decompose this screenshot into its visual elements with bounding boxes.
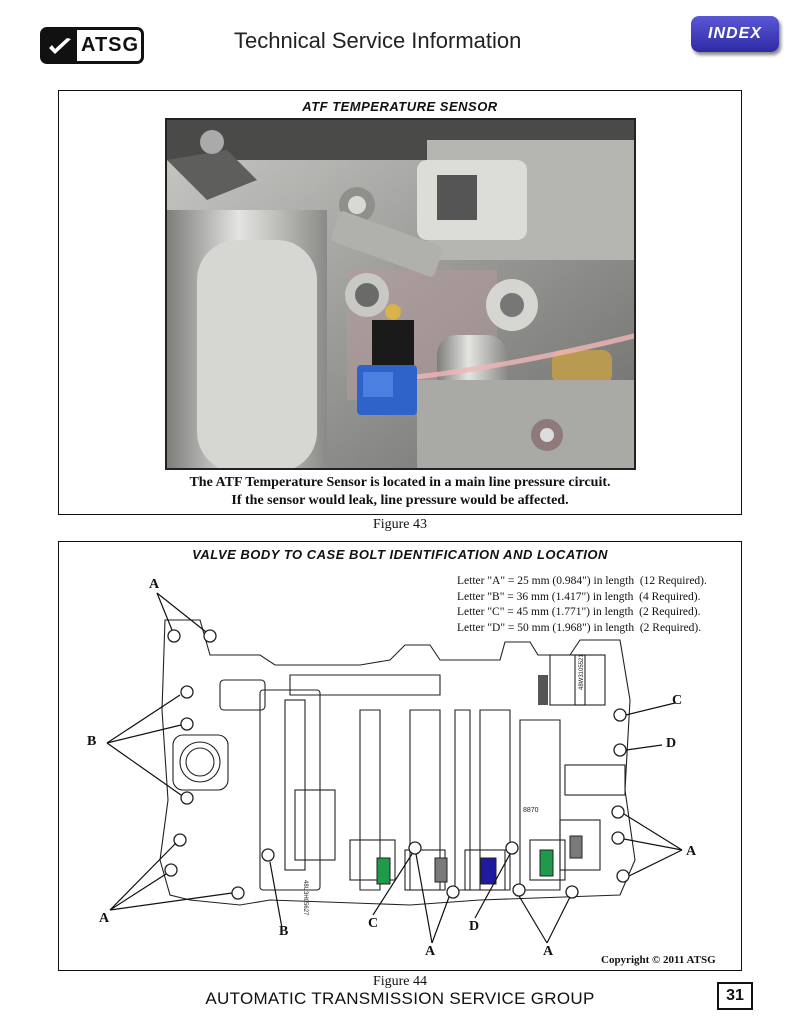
part-number-3: 8870 bbox=[523, 807, 539, 814]
callout-d-right: D bbox=[666, 736, 677, 751]
bolt-legend: Letter "A" = 25 mm (0.984") in length (1… bbox=[457, 574, 707, 636]
logo-text: ATSG bbox=[81, 34, 140, 56]
footer-text: AUTOMATIC TRANSMISSION SERVICE GROUP bbox=[205, 989, 595, 1008]
blue-solenoid bbox=[480, 857, 497, 885]
green-solenoid bbox=[376, 857, 391, 885]
callout-b-left: B bbox=[87, 734, 97, 749]
copyright-text: Copyright © 2011 ATSG bbox=[601, 954, 716, 966]
atf-sensor-photo bbox=[165, 118, 636, 470]
figure-44-title: VALVE BODY TO CASE BOLT IDENTIFICATION A… bbox=[192, 547, 608, 562]
page-number: 31 bbox=[717, 982, 753, 1010]
callout-d-bottom: D bbox=[469, 919, 480, 934]
page-title: Technical Service Information bbox=[234, 28, 522, 53]
callout-c-bottom: C bbox=[368, 916, 379, 931]
callout-a-bottom-2: A bbox=[543, 944, 554, 959]
index-button[interactable]: INDEX bbox=[691, 16, 779, 52]
figure-43-title: ATF TEMPERATURE SENSOR bbox=[302, 99, 498, 114]
caption-line-1: The ATF Temperature Sensor is located in… bbox=[189, 475, 611, 490]
figure-43-label: Figure 43 bbox=[372, 517, 428, 532]
part-number-1: 48W3105521 bbox=[579, 654, 585, 690]
green-solenoid-2 bbox=[539, 849, 554, 877]
checkmark-icon bbox=[43, 30, 77, 61]
valve-body-diagram: 48W3105521 48U3H05627 8870 bbox=[106, 592, 683, 944]
legend-line-b: Letter "B" = 36 mm (1.417") in length (4… bbox=[457, 590, 701, 603]
callout-c-right: C bbox=[672, 693, 683, 708]
part-number-2: 48U3H05627 bbox=[302, 880, 308, 916]
legend-line-c: Letter "C" = 45 mm (1.771") in length (2… bbox=[457, 606, 701, 618]
callout-b-bottom: B bbox=[279, 924, 289, 939]
legend-line-d: Letter "D" = 50 mm (1.968") in length (2… bbox=[457, 621, 702, 634]
figure-44-label: Figure 44 bbox=[372, 974, 428, 989]
figure-43-caption: The ATF Temperature Sensor is located in… bbox=[59, 474, 741, 510]
callout-a-top: A bbox=[149, 577, 160, 592]
caption-line-2: If the sensor would leak, line pressure … bbox=[231, 493, 569, 508]
atsg-logo: ATSG bbox=[40, 27, 144, 64]
legend-line-a: Letter "A" = 25 mm (0.984") in length (1… bbox=[457, 575, 707, 587]
callout-a-right: A bbox=[686, 844, 697, 859]
figure-44-frame: VALVE BODY TO CASE BOLT IDENTIFICATION A… bbox=[58, 541, 742, 971]
callout-a-left: A bbox=[99, 911, 110, 926]
callout-a-bottom-1: A bbox=[425, 944, 436, 959]
